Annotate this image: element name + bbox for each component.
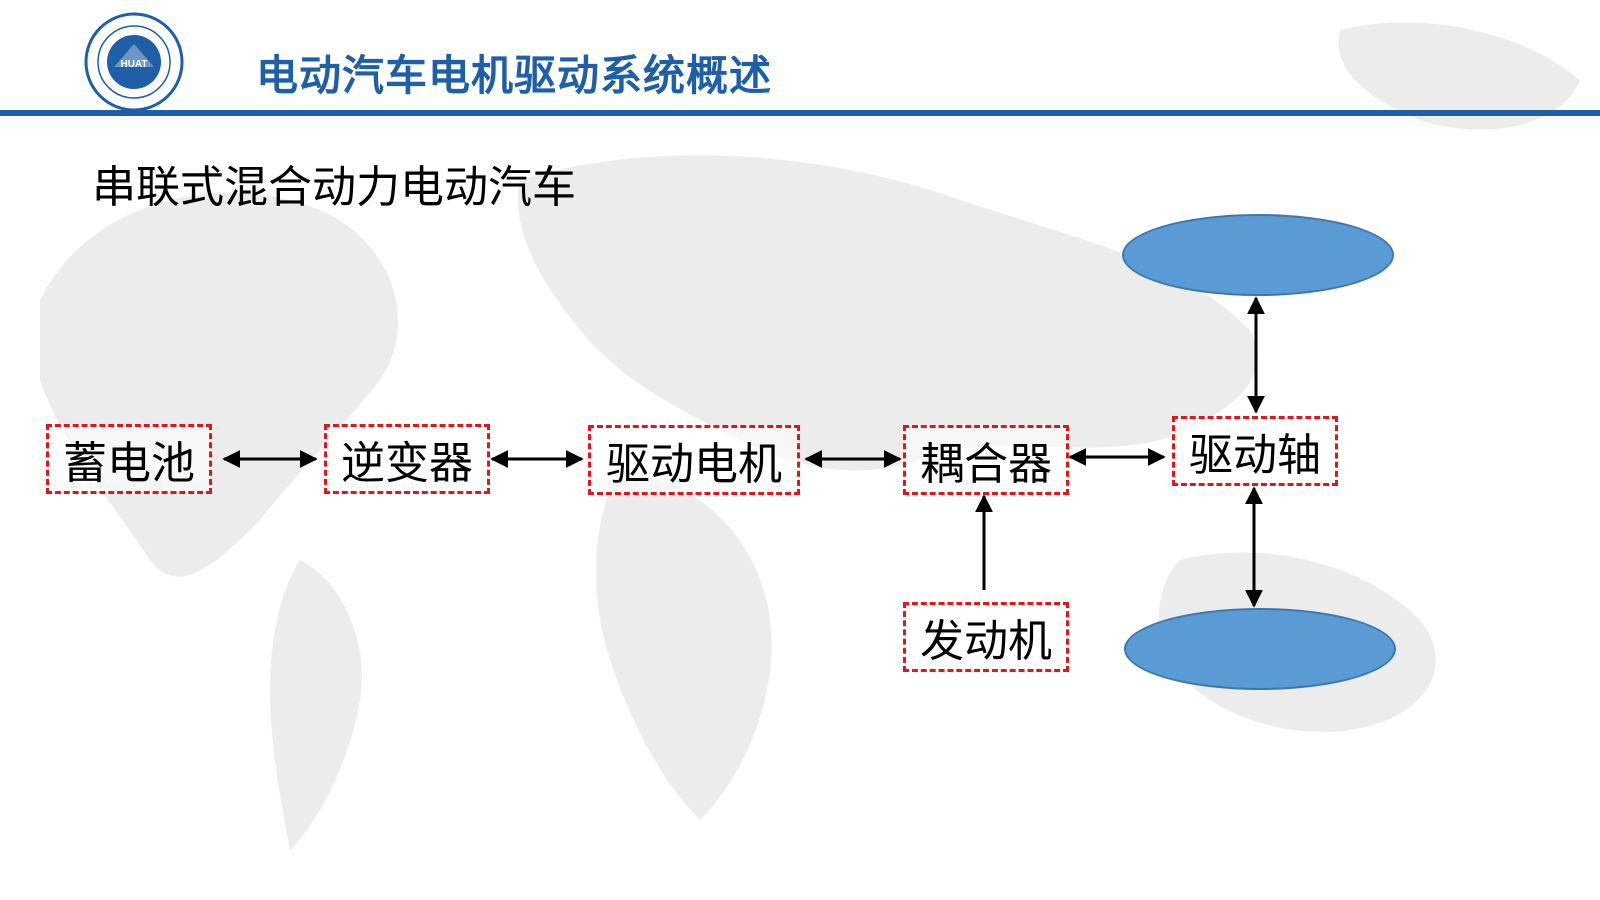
- node-drive-shaft: 驱动轴: [1172, 416, 1338, 486]
- svg-text:HUAT: HUAT: [120, 59, 147, 70]
- title-divider: [0, 110, 1600, 116]
- diagram-subtitle: 串联式混合动力电动汽车: [92, 162, 576, 213]
- node-inverter: 逆变器: [324, 424, 490, 494]
- wheel-bottom: [1124, 608, 1396, 690]
- page-title: 电动汽车电机驱动系统概述: [256, 51, 773, 100]
- node-engine: 发动机: [903, 602, 1069, 672]
- node-coupler: 耦合器: [903, 425, 1069, 495]
- university-logo: HUAT: [84, 12, 184, 112]
- node-drive-motor: 驱动电机: [588, 425, 800, 495]
- node-battery: 蓄电池: [46, 424, 212, 494]
- wheel-top: [1122, 214, 1394, 296]
